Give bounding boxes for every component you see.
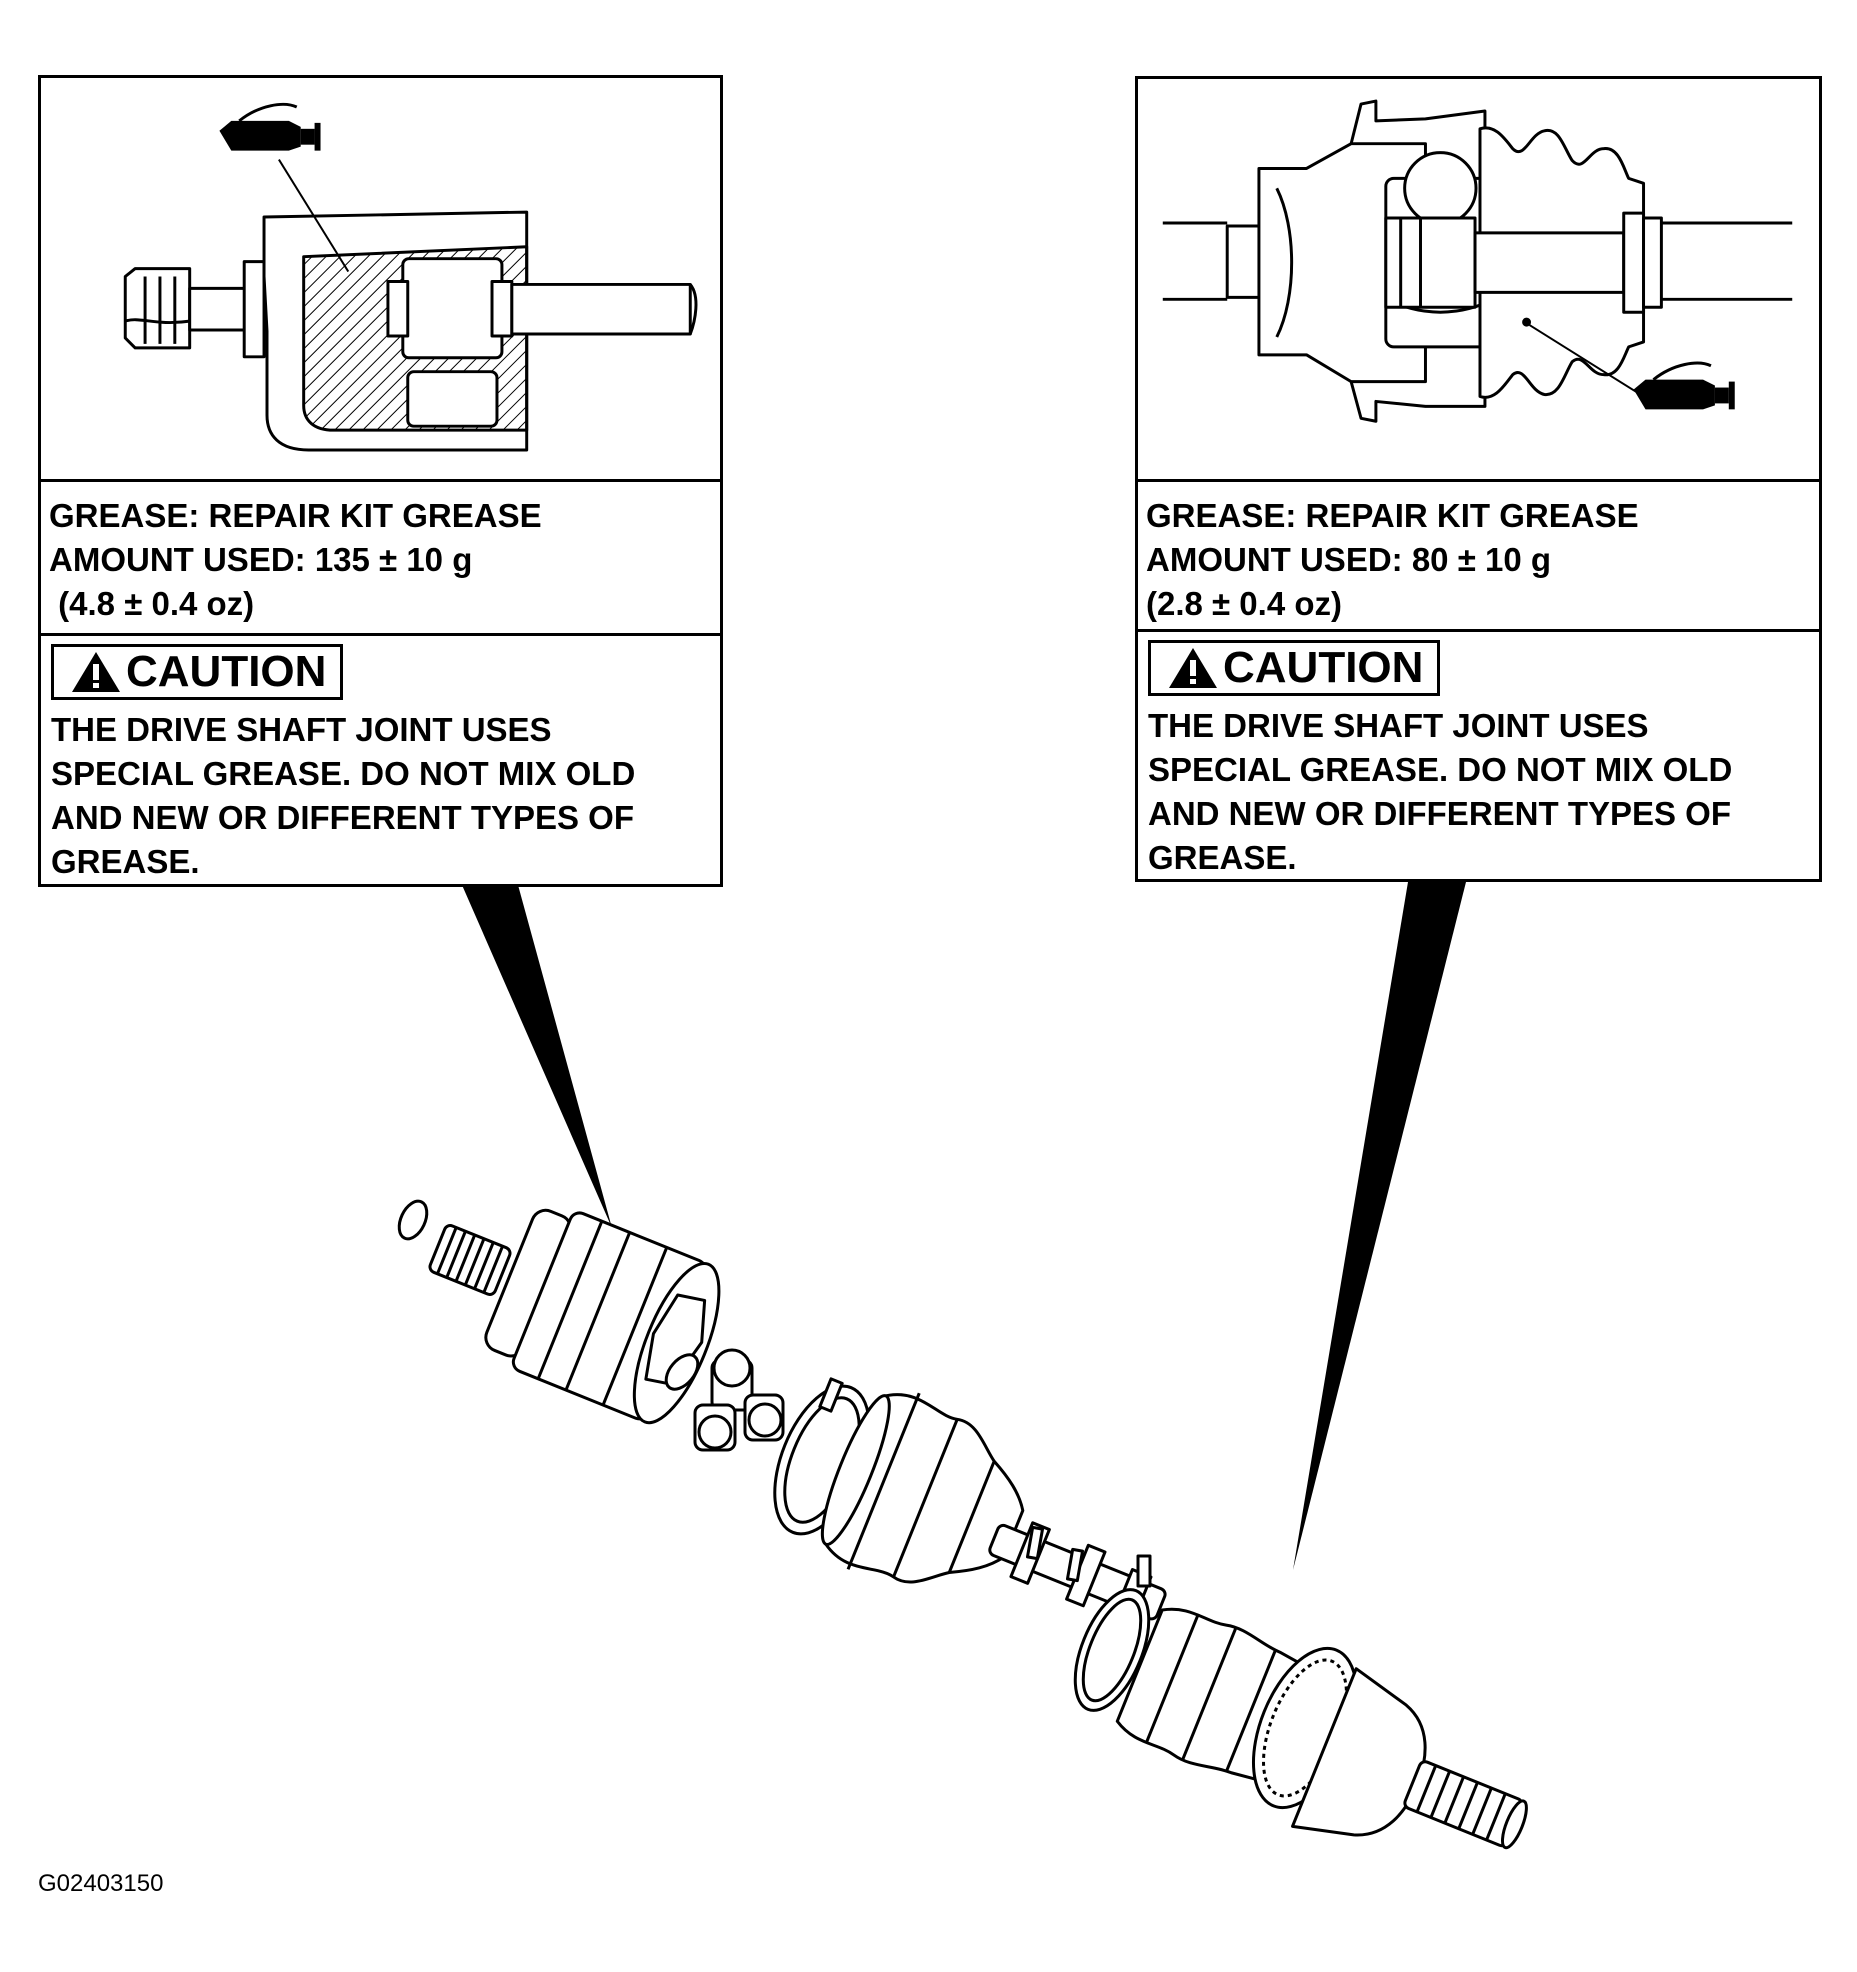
grease-amount-oz: (4.8 ± 0.4 oz) [49,585,255,622]
snap-ring [397,1199,429,1241]
grease-spec-left: GREASE: REPAIR KIT GREASE AMOUNT USED: 1… [41,482,720,636]
inboard-spline-stub [428,1224,512,1296]
inboard-boot [820,1392,1025,1584]
grease-type-label: GREASE: REPAIR KIT GREASE [49,497,542,534]
grease-tube-icon [219,102,321,151]
grease-spec-right: GREASE: REPAIR KIT GREASE AMOUNT USED: 8… [1138,482,1819,632]
grease-amount-label: AMOUNT USED: 80 ± 10 g [1146,541,1552,578]
outboard-joint-grease-panel: GREASE: REPAIR KIT GREASE AMOUNT USED: 8… [1135,76,1822,882]
caution-block-left: CAUTION THE DRIVE SHAFT JOINT USES SPECI… [41,636,720,884]
caution-line: SPECIAL GREASE. DO NOT MIX OLD [1148,751,1733,788]
caution-line: THE DRIVE SHAFT JOINT USES [51,711,552,748]
caution-line: AND NEW OR DIFFERENT TYPES OF [51,799,635,836]
caution-text: THE DRIVE SHAFT JOINT USES SPECIAL GREAS… [51,708,720,884]
inboard-joint-grease-panel: GREASE: REPAIR KIT GREASE AMOUNT USED: 1… [38,75,723,887]
outboard-joint [1291,1667,1528,1850]
caution-badge: CAUTION [51,644,344,700]
grease-amount-oz: (2.8 ± 0.4 oz) [1146,585,1343,622]
caution-line: GREASE. [51,843,200,880]
caution-badge: CAUTION [1148,640,1441,696]
boot-clamp-outboard-large [1073,1588,1151,1712]
inboard-joint-housing [484,1208,721,1425]
drive-shaft-bar [988,1521,1167,1622]
circlip [664,1353,700,1391]
caution-title: CAUTION [1223,643,1424,692]
tripod-joint [693,1348,785,1452]
inboard-joint-cutaway-illustration [41,78,720,482]
outboard-boot [1115,1607,1317,1785]
caution-line: AND NEW OR DIFFERENT TYPES OF [1148,795,1732,832]
boot-clamp-inboard-large [773,1384,871,1536]
caution-title: CAUTION [126,647,327,696]
caution-line: GREASE. [1148,839,1297,876]
abs-sensor-rotor [1251,1646,1359,1810]
caution-line: SPECIAL GREASE. DO NOT MIX OLD [51,755,636,792]
left-pointer [462,885,612,1228]
caution-line: THE DRIVE SHAFT JOINT USES [1148,707,1649,744]
right-pointer [1293,882,1466,1570]
figure-code: G02403150 [38,1870,164,1897]
caution-text: THE DRIVE SHAFT JOINT USES SPECIAL GREAS… [1148,704,1819,880]
grease-tube-icon [1633,361,1735,410]
outboard-joint-cutaway-illustration [1138,79,1819,482]
grease-type-label: GREASE: REPAIR KIT GREASE [1146,497,1639,534]
boot-clamp-small-1 [1025,1525,1045,1561]
grease-amount-label: AMOUNT USED: 135 ± 10 g [49,541,473,578]
caution-block-right: CAUTION THE DRIVE SHAFT JOINT USES SPECI… [1138,632,1819,880]
boot-clamp-small-2 [1065,1547,1085,1583]
warning-triangle-icon [72,652,120,692]
warning-triangle-icon [1169,648,1217,688]
